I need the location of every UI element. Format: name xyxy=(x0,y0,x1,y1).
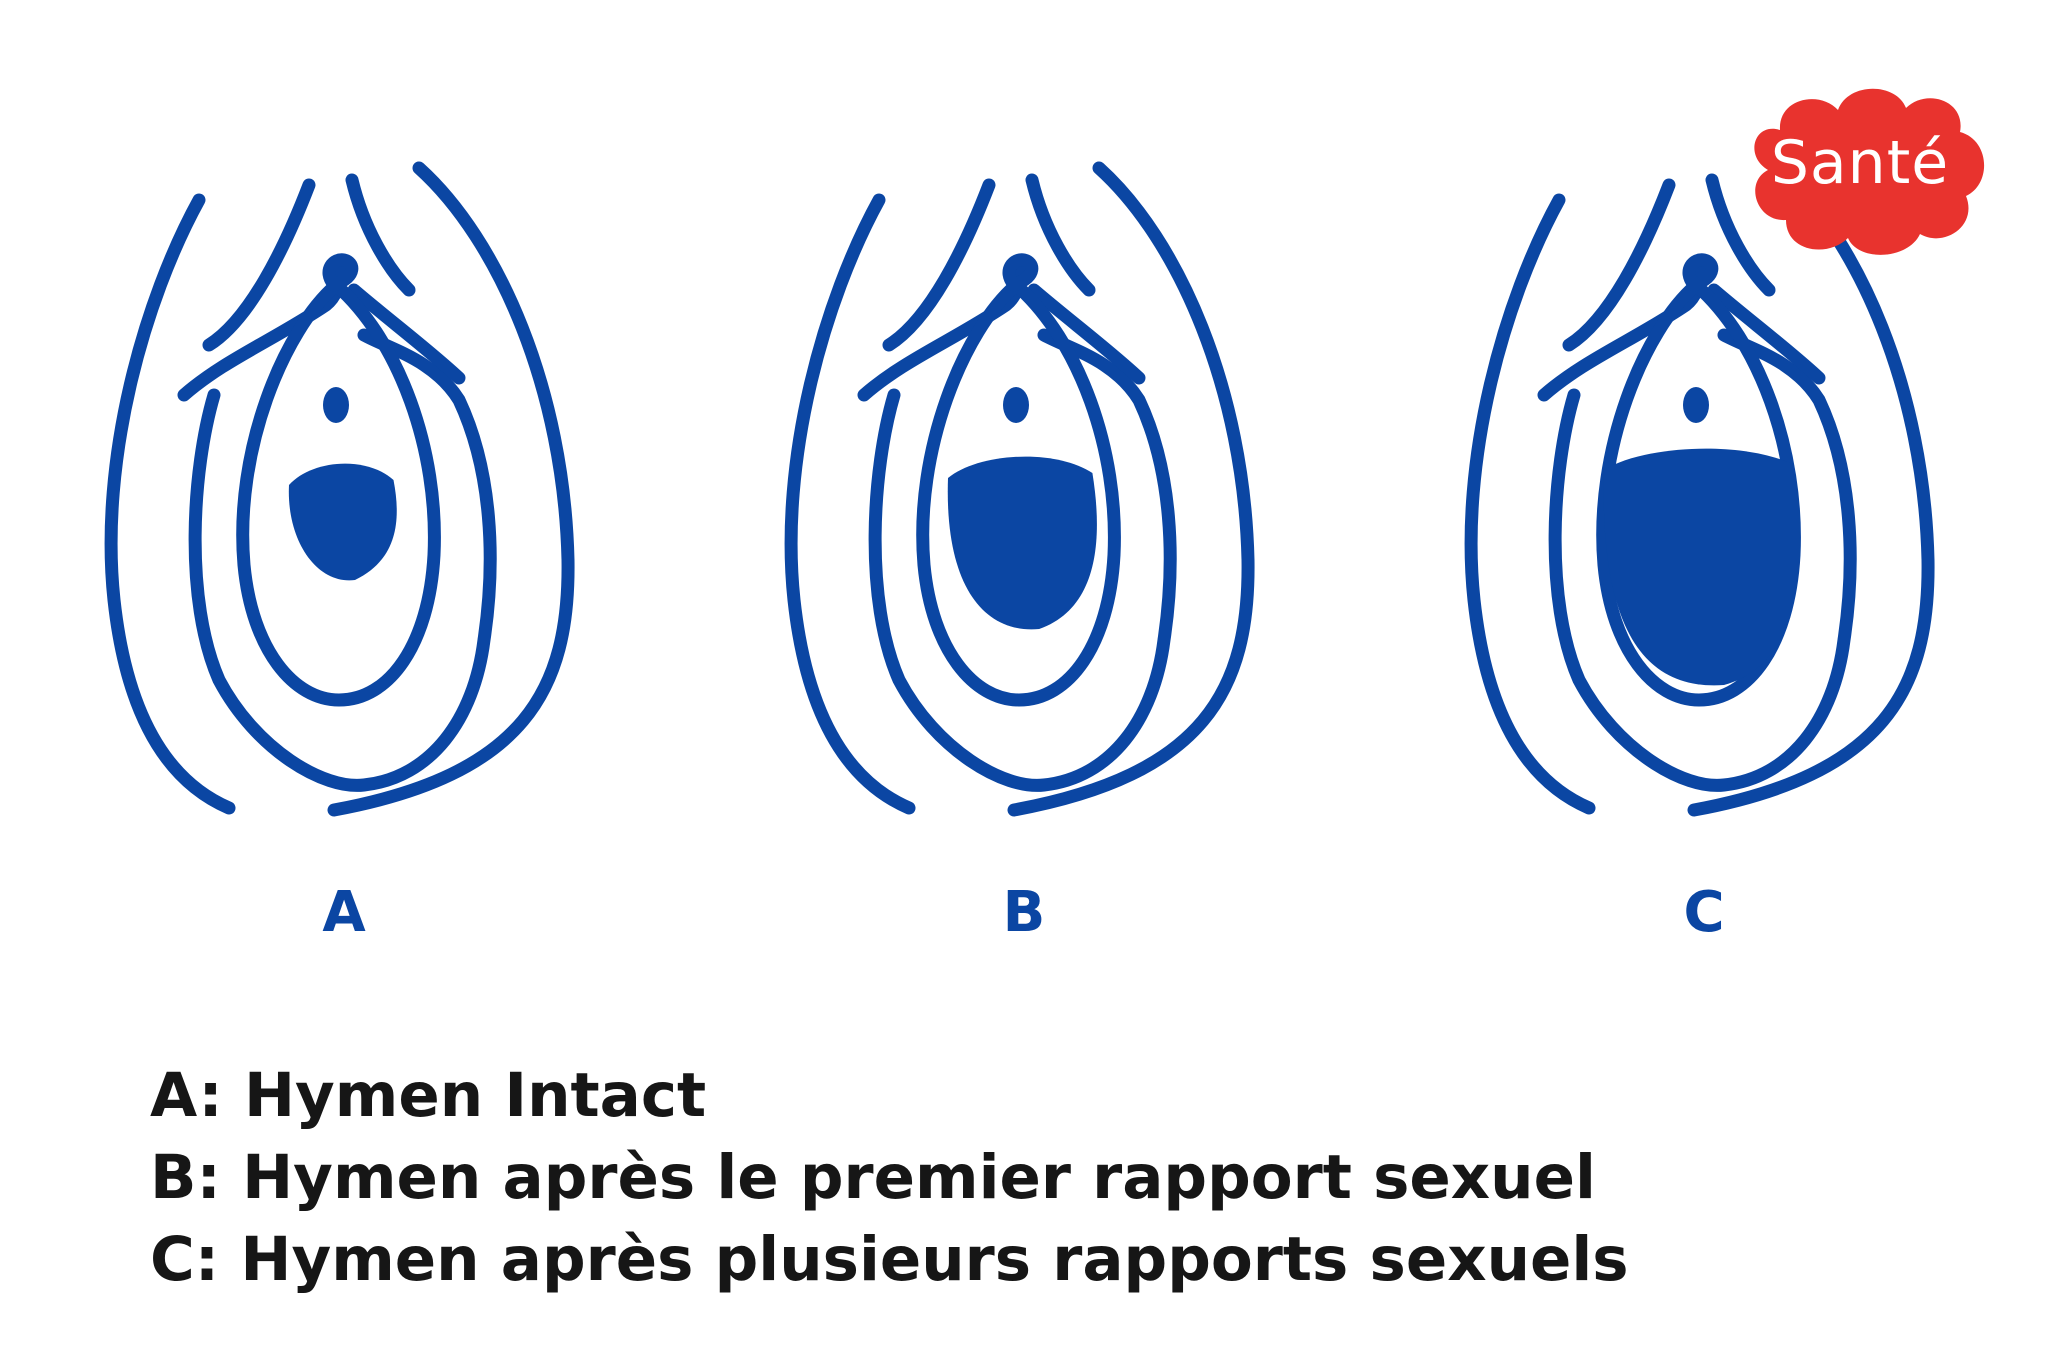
hood-strand-right-lower xyxy=(1027,283,1146,385)
middle-ring xyxy=(1548,328,1857,792)
figure-label-b: B xyxy=(1002,880,1046,945)
legend-item-a: A: Hymen Intact xyxy=(150,1060,707,1131)
inner-oval xyxy=(1596,278,1801,707)
hood-strand-left xyxy=(202,178,316,352)
top-loop xyxy=(1682,253,1719,292)
figure-b xyxy=(784,161,1255,817)
vaginal-opening xyxy=(1603,448,1800,686)
vaginal-opening xyxy=(947,456,1097,630)
legend-item-b: B: Hymen après le premier rapport sexuel xyxy=(150,1142,1596,1213)
outer-line-right xyxy=(327,161,575,817)
hood-strand-left xyxy=(1562,178,1676,352)
hood-strand-right xyxy=(345,173,416,297)
sante-badge: Santé xyxy=(1720,70,2000,270)
figure-a xyxy=(104,161,575,817)
middle-ring xyxy=(868,328,1177,792)
hood-strand-right-lower xyxy=(347,283,466,385)
top-loop xyxy=(322,253,359,292)
outer-line-right xyxy=(1687,161,1935,817)
outer-line-left xyxy=(1464,193,1596,815)
inner-oval xyxy=(916,278,1121,707)
cloud-badge-shape xyxy=(1754,88,1985,255)
outer-line-right xyxy=(1007,161,1255,817)
outer-line-left xyxy=(104,193,236,815)
inner-oval xyxy=(236,278,441,707)
hood-strand-right xyxy=(1025,173,1096,297)
legend: A: Hymen Intact B: Hymen après le premie… xyxy=(150,1055,1629,1301)
outer-line-left xyxy=(784,193,916,815)
urethral-opening xyxy=(323,387,349,423)
badge-text: Santé xyxy=(1770,128,1950,198)
urethral-opening xyxy=(1683,387,1709,423)
hood-strand-right-lower xyxy=(1707,283,1826,385)
top-loop xyxy=(1002,253,1039,292)
middle-ring xyxy=(188,328,497,792)
hood-strand-right xyxy=(1705,173,1776,297)
figure-c xyxy=(1464,161,1935,817)
urethral-opening xyxy=(1003,387,1029,423)
hood-strand-left xyxy=(882,178,996,352)
legend-item-c: C: Hymen après plusieurs rapports sexuel… xyxy=(150,1224,1629,1295)
vaginal-opening xyxy=(288,463,397,581)
figure-label-c: C xyxy=(1683,880,1725,945)
figure-label-a: A xyxy=(322,880,366,945)
